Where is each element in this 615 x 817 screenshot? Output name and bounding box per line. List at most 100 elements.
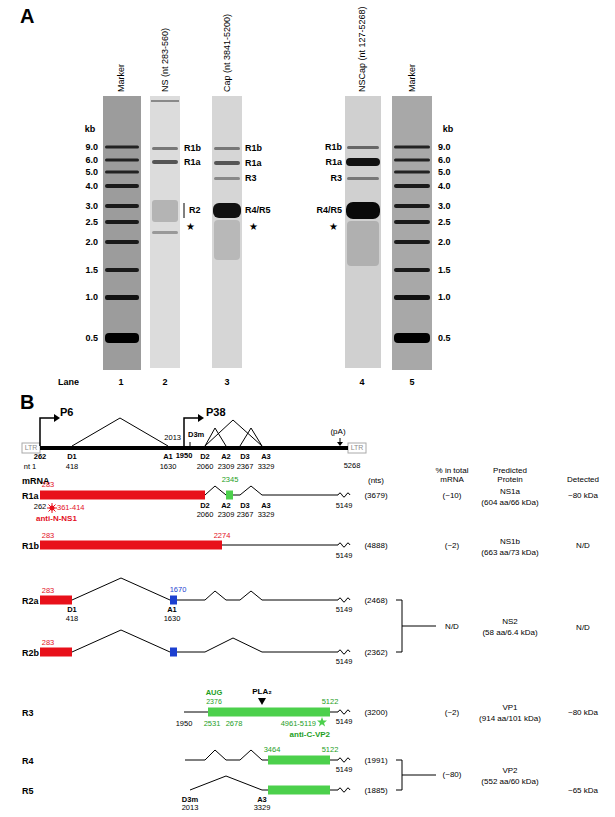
label: 2013 (182, 804, 199, 813)
label: 283 (42, 532, 55, 541)
label: 2060 (197, 463, 214, 472)
transcript (330, 712, 338, 713)
transcript (338, 598, 350, 602)
label: R1b (245, 143, 262, 153)
label: 0.5 (85, 333, 98, 343)
transcript (268, 786, 330, 795)
label: 4961-5119 (281, 720, 316, 729)
label: 283 (42, 639, 55, 648)
label: Detected (567, 475, 599, 484)
label: 5149 (336, 552, 353, 561)
genome-map (54, 414, 60, 422)
label: R4 (22, 756, 34, 766)
label: D1 (67, 453, 77, 462)
label: 1670 (170, 586, 187, 595)
label: 4 (359, 377, 364, 387)
label: 5268 (344, 462, 361, 471)
label: 5149 (336, 502, 353, 511)
blot-lane (346, 202, 380, 219)
label: R1a (22, 491, 39, 501)
label: (3200) (364, 708, 387, 717)
label: NS1b (500, 537, 520, 546)
genome-map (22, 443, 40, 453)
label: 5149 (336, 718, 353, 727)
label: Lane (58, 377, 79, 387)
label: nt 1 (24, 463, 37, 472)
label: 1950 (176, 452, 193, 461)
label: NSCap (nt 127-5268) (357, 6, 367, 92)
label: R3 (245, 173, 257, 183)
label: ~80 kDa (568, 708, 598, 717)
epitope-mark (47, 503, 57, 513)
label: ★ (329, 221, 338, 233)
transcript (338, 788, 350, 792)
blot-lane (105, 240, 139, 244)
blot-lane (347, 221, 379, 266)
label: (914 aa/101 kDa) (479, 714, 541, 723)
label: (1885) (364, 786, 387, 795)
blot-lane (394, 171, 430, 174)
transcript (338, 650, 350, 654)
label: 2345 (222, 476, 239, 485)
label: 418 (66, 615, 79, 624)
transcript (233, 486, 338, 495)
label: 9.0 (85, 142, 98, 152)
label: P38 (206, 406, 226, 419)
genome-map (190, 442, 191, 446)
label: kb (443, 124, 454, 134)
transcript (338, 758, 350, 762)
label: R1b (22, 541, 39, 551)
label: 1.0 (438, 292, 451, 302)
label: 5122 (322, 698, 339, 707)
label: 5.0 (85, 167, 98, 177)
label: D2 (200, 502, 210, 511)
label: 2367 (237, 463, 254, 472)
transcript (40, 596, 72, 605)
blot-lane (394, 184, 430, 188)
label: R2a (22, 596, 39, 606)
label: 2531 (204, 720, 221, 729)
blot-lane (152, 231, 178, 234)
label: AUG (206, 689, 223, 698)
blot-lane (394, 240, 430, 244)
blot-lane (394, 159, 430, 162)
label: 2.5 (438, 217, 451, 227)
blot-lane (214, 147, 240, 150)
label: 0.5 (438, 333, 451, 343)
label: 5149 (336, 766, 353, 775)
label: R1b (184, 143, 201, 153)
label: (pA) (330, 427, 345, 436)
blot-lane (214, 220, 240, 260)
label: R1a (325, 157, 342, 167)
label: 2013 (164, 434, 181, 443)
label: 2060 (197, 511, 214, 520)
label: % in total mRNA (427, 466, 477, 484)
blot-lane (184, 203, 185, 218)
label: 361-414 (57, 504, 85, 513)
label: 5.0 (438, 167, 451, 177)
label: 5149 (336, 606, 353, 615)
label: (58 aa/6.4 kDa) (482, 628, 537, 637)
label: kb (85, 124, 96, 134)
label: PLA₂ (252, 687, 272, 696)
label: A2 (221, 502, 231, 511)
blot-lane (345, 96, 381, 368)
transcript (170, 596, 177, 605)
label: 1.5 (438, 265, 451, 275)
label: (2468) (364, 596, 387, 605)
blot-lane (103, 96, 141, 370)
blot-lane (347, 177, 379, 180)
blot-lane (394, 268, 430, 272)
label: D2 (200, 453, 210, 462)
label: P6 (60, 406, 73, 419)
blot-lane (105, 171, 139, 174)
label: N/D (576, 623, 590, 632)
label: N/D (576, 541, 590, 550)
blot-lane (105, 333, 139, 343)
blot-lane (394, 146, 430, 149)
label: LTR (25, 444, 38, 452)
transcript (338, 710, 350, 714)
label: A1 (163, 453, 173, 462)
label: 4.0 (438, 181, 451, 191)
